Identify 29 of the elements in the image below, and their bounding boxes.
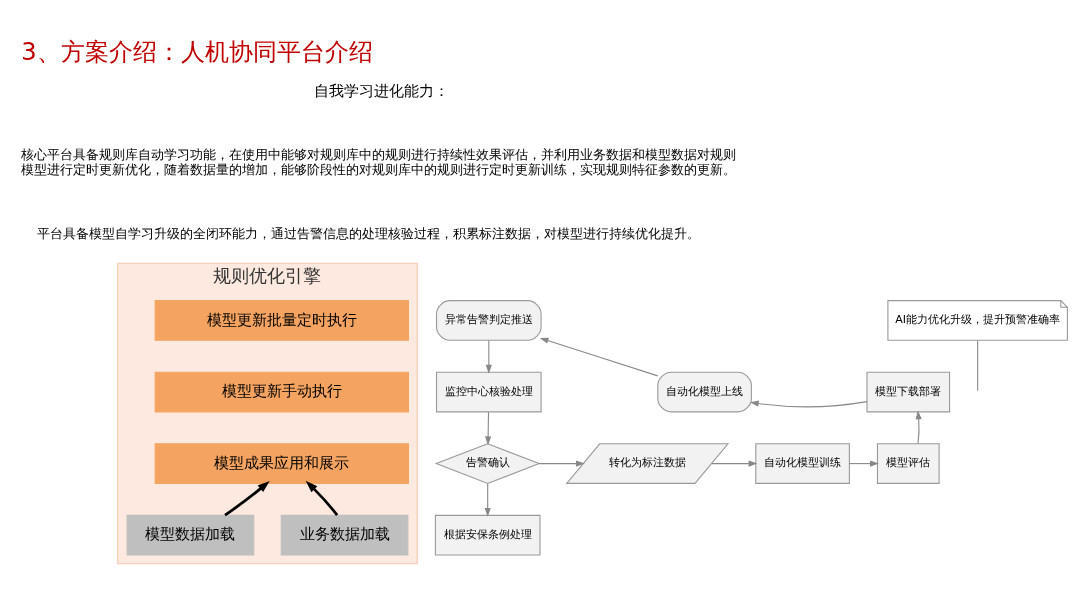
arrow: [849, 460, 879, 467]
node-box: 根据安保条例处理: [434, 514, 541, 556]
connector: [977, 339, 979, 391]
arrow: [224, 480, 270, 516]
arrow: [915, 409, 922, 444]
node-box: 模型评估: [876, 442, 940, 484]
label: 自我学习进化能力：: [314, 81, 450, 100]
node-box: 模型成果应用和展示: [154, 442, 409, 484]
arrow: [484, 482, 491, 517]
arrow: [538, 460, 585, 467]
label: 核心平台具备规则库自动学习功能，在使用中能够对规则库中的规则进行持续性效果评估，并利用业务数据和模型数据对规则模型进行定时更新优化，随着数据量的增加，能够阶段性的对规则库中的规则进行定时更新训练，实现规则特征参数的更新。: [21, 146, 737, 177]
node-box: 模型下载部署: [866, 371, 951, 412]
arrow: [485, 339, 492, 374]
arrow: [711, 460, 758, 467]
node-box: 模型更新手动执行: [154, 371, 409, 412]
diagram-title: 3、方案介绍：人机协同平台介绍: [21, 37, 373, 66]
arrow: [485, 411, 492, 445]
node-box: 异常告警判定推送: [435, 299, 542, 341]
label: 平台具备模型自学习升级的全闭环能力，通过告警信息的处理核验过程，积累标注数据，对模型进行持续优化提升。: [37, 225, 701, 241]
arrow: [539, 337, 659, 376]
node-box: 自动化模型上线: [657, 371, 752, 412]
node-box: 模型数据加载: [126, 514, 255, 556]
node-box: 业务数据加载: [280, 514, 409, 556]
node-box: 监控中心核验处理: [435, 371, 542, 412]
arrow: [305, 480, 339, 516]
node-box: 自动化模型训练: [755, 442, 850, 484]
arrow: [749, 400, 868, 407]
node-diamond: 告警确认: [434, 442, 541, 484]
node-box: 模型更新批量定时执行: [154, 299, 409, 341]
